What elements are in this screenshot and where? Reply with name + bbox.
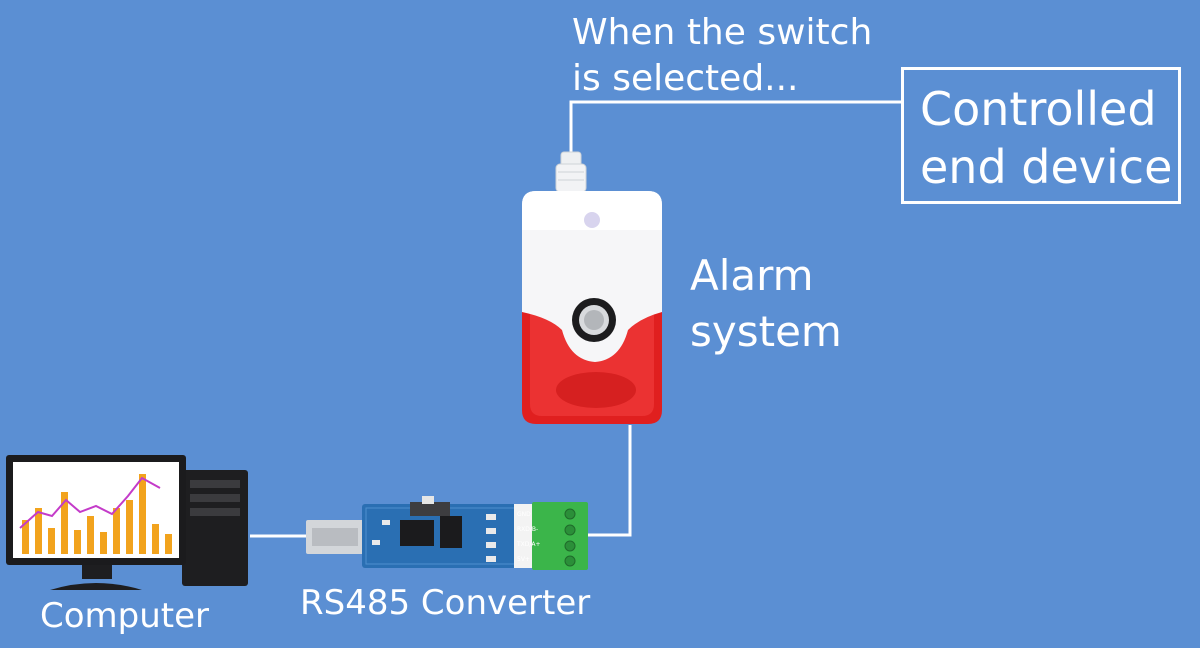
switch-caption-line: When the switch bbox=[572, 12, 873, 53]
converter-pin-label: GND bbox=[517, 511, 531, 518]
device-label-line: Controlled bbox=[920, 82, 1157, 136]
converter-pin-label: TXD/A+ bbox=[516, 541, 541, 548]
alarm-label-line: system bbox=[690, 307, 842, 356]
switch-caption: When the switch is selected... bbox=[572, 10, 872, 102]
alarm-to-converter-wire bbox=[588, 425, 632, 537]
alarm-device-icon bbox=[522, 151, 662, 424]
converter-pin-label: 5V+ bbox=[517, 556, 530, 563]
converter-pin-label: RXD/B- bbox=[517, 526, 538, 533]
converter-label: RS485 Converter bbox=[300, 583, 591, 623]
alarm-label-line: Alarm bbox=[690, 251, 814, 300]
switch-to-device-wire bbox=[569, 100, 901, 152]
computer-icon bbox=[6, 455, 248, 590]
controlled-device-label: Controlled end device bbox=[920, 80, 1172, 196]
rs485-converter-icon: GND RXD/B- TXD/A+ 5V+ bbox=[306, 496, 588, 570]
controlled-device-box bbox=[901, 67, 1181, 204]
alarm-system-label: Alarm system bbox=[690, 248, 842, 360]
computer-label: Computer bbox=[40, 596, 210, 636]
device-label-line: end device bbox=[920, 140, 1173, 194]
switch-caption-line: is selected... bbox=[572, 58, 799, 99]
